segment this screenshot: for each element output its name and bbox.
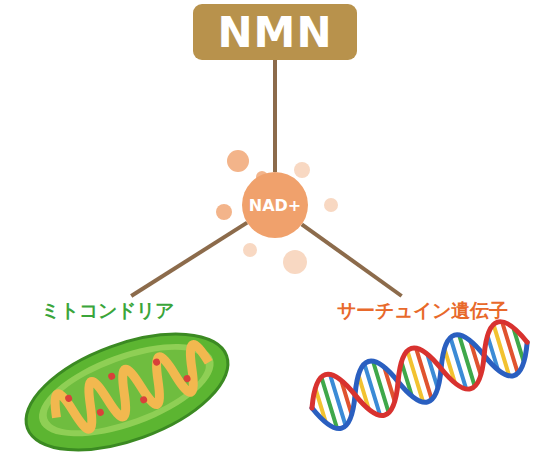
node-text: ミトコンドリア bbox=[41, 298, 174, 324]
node-text: NAD+ bbox=[249, 196, 301, 215]
dna-illustration bbox=[304, 315, 536, 434]
node-text: NMN bbox=[217, 8, 332, 57]
connector-path bbox=[302, 224, 402, 296]
nad-circle: NAD+ bbox=[242, 172, 308, 238]
node-text: サーチュイン遺伝子 bbox=[337, 298, 508, 324]
connector-path bbox=[131, 223, 247, 296]
connector-path bbox=[273, 60, 277, 172]
nmn-box: NMN bbox=[193, 4, 357, 60]
connector-line bbox=[302, 224, 402, 296]
sirtuin-label: サーチュイン遺伝子 bbox=[300, 296, 545, 326]
mitochondria-label: ミトコンドリア bbox=[25, 296, 190, 326]
mitochondrion-illustration bbox=[11, 311, 243, 459]
connector-line bbox=[275, 60, 276, 172]
connector-line bbox=[131, 223, 247, 296]
